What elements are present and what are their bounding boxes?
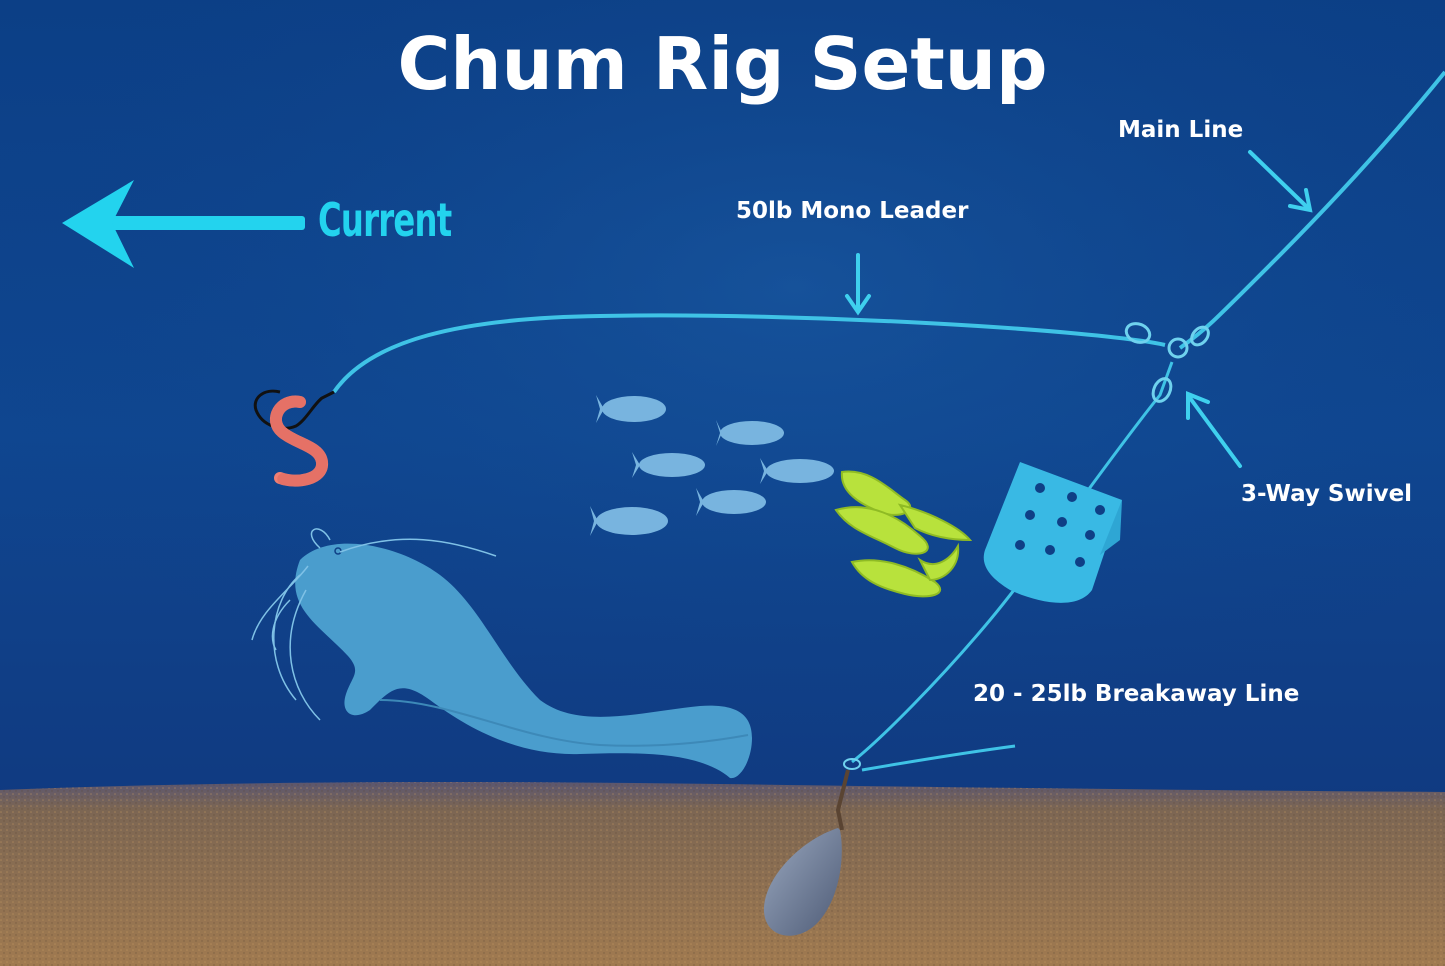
tag-line [861,744,1016,772]
label-arrows [845,150,1313,468]
diagram-title: Chum Rig Setup [397,22,1048,106]
sinker-icon [763,758,861,936]
main-line [1178,70,1445,350]
sea-floor [0,782,1445,966]
chum-icon [834,470,973,598]
baitfish-icon [590,395,834,536]
breakaway-line-label: 20 - 25lb Breakaway Line [973,681,1300,707]
catfish-icon [251,528,752,779]
three-way-swivel-label: 3-Way Swivel [1241,481,1413,507]
main-line-label: Main Line [1118,117,1244,143]
mono-leader-line [332,313,1166,394]
chum-cage-icon [983,462,1122,603]
current-label: Current [318,193,452,247]
breakaway-line [851,361,1174,764]
water-glow [0,0,1445,820]
current-arrow-icon [62,180,305,268]
swivel-icon [1124,322,1210,403]
mono-leader-label: 50lb Mono Leader [736,198,969,224]
